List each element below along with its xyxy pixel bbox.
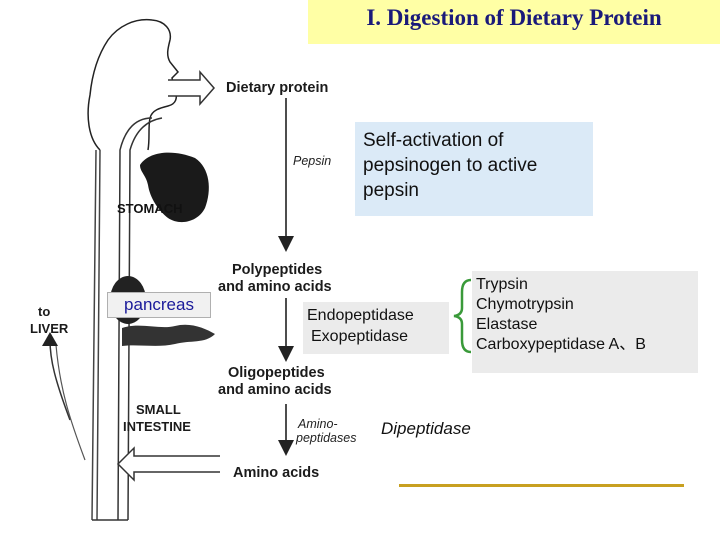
label-dietary-protein: Dietary protein xyxy=(226,80,329,96)
enzyme-carboxypeptidase: Carboxypeptidase A、B xyxy=(476,336,646,353)
self-activation-line-3: pepsin xyxy=(363,180,419,201)
self-activation-line-1: Self-activation of xyxy=(363,130,504,151)
label-endopeptidase: Endopeptidase xyxy=(307,307,414,324)
label-polypeptides-2: and amino acids xyxy=(218,279,332,295)
label-to: to xyxy=(38,304,51,319)
label-amino-acids: Amino acids xyxy=(233,465,320,481)
self-activation-box: Self-activation of pepsinogen to active … xyxy=(355,122,593,216)
liver-arrow-head xyxy=(42,332,58,346)
label-small: SMALL xyxy=(136,402,181,417)
label-oligopeptides-1: Oligopeptides xyxy=(228,365,325,381)
label-dipeptidase: Dipeptidase xyxy=(381,419,471,438)
pancreas-tag: pancreas xyxy=(107,292,211,318)
absorption-curve xyxy=(49,339,71,421)
intake-arrow xyxy=(168,70,215,106)
enzyme-bracket xyxy=(453,278,472,354)
label-exopeptidase: Exopeptidase xyxy=(311,328,408,345)
esophagus-tube xyxy=(117,117,163,521)
enzyme-trypsin: Trypsin xyxy=(476,276,528,293)
head-outline xyxy=(87,18,180,151)
enzyme-elastase: Elastase xyxy=(476,316,538,333)
label-oligopeptides-2: and amino acids xyxy=(218,382,332,398)
esophagus-left xyxy=(91,149,101,521)
pancreatic-enzymes-box: Trypsin Chymotrypsin Elastase Carboxypep… xyxy=(472,271,698,373)
output-arrow xyxy=(116,446,220,482)
title-background xyxy=(308,0,720,44)
label-amino-peptidases-2: peptidases xyxy=(296,431,357,445)
peptidase-box: Endopeptidase Exopeptidase xyxy=(303,302,449,354)
self-activation-line-2: pepsinogen to active xyxy=(363,155,538,176)
label-stomach: STOMACH xyxy=(117,201,183,216)
label-liver: LIVER xyxy=(30,321,69,336)
enzyme-chymotrypsin: Chymotrypsin xyxy=(476,296,574,313)
flow-arrowhead-2 xyxy=(278,346,294,362)
label-pepsin: Pepsin xyxy=(293,154,332,168)
flow-arrowhead-3 xyxy=(278,440,294,456)
stomach-shape xyxy=(140,152,209,223)
accent-underline xyxy=(399,484,684,487)
label-amino-peptidases-1: Amino- xyxy=(298,417,338,431)
label-intestine: INTESTINE xyxy=(123,419,191,434)
flow-arrowhead-1 xyxy=(278,236,294,252)
intestine-loops xyxy=(122,324,215,346)
label-polypeptides-1: Polypeptides xyxy=(232,262,323,278)
absorption-curve-inner xyxy=(55,344,86,461)
page-title: I. Digestion of Dietary Protein xyxy=(366,5,662,30)
